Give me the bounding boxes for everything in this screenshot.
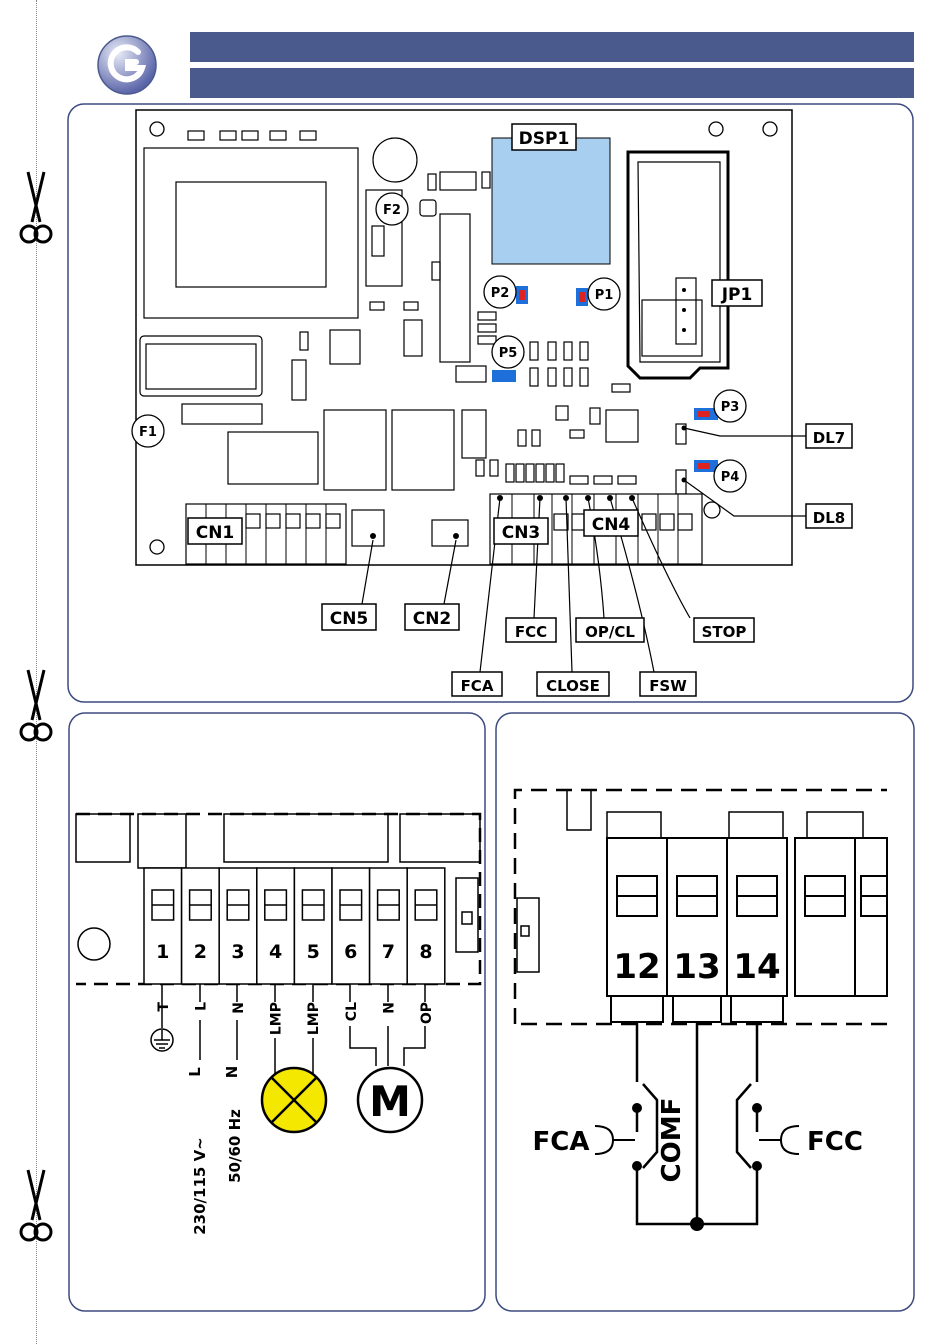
label-p1: P1 <box>595 288 614 303</box>
supply-label-n: N <box>223 1066 241 1079</box>
label-p5: P5 <box>499 346 518 361</box>
label-fca: FCA <box>461 677 494 695</box>
motor-letter: M <box>369 1077 411 1126</box>
terminal-function: OP <box>419 1002 435 1024</box>
board-diagram: F2 P2 P1 P5 F1 P3 P4 DSP1 JP1 DL7 DL8 CN… <box>0 0 950 710</box>
label-p2: P2 <box>491 286 510 301</box>
terminal-block <box>219 868 257 984</box>
label-cn5: CN5 <box>330 609 369 629</box>
terminal-function: N <box>231 1002 247 1014</box>
label-fcc: FCC <box>515 623 547 641</box>
supply-frequency: 50/60 Hz <box>226 1109 244 1183</box>
label-cn2: CN2 <box>413 609 452 629</box>
terminal-block <box>294 868 332 984</box>
label-fsw: FSW <box>649 677 687 695</box>
terminal-number: 8 <box>419 941 432 963</box>
supply-label-l: L <box>186 1067 204 1077</box>
label-cn3: CN3 <box>502 523 541 543</box>
terminal-function: N <box>381 1002 397 1014</box>
label-jp1: JP1 <box>721 285 753 305</box>
common-label: COMF <box>657 1098 687 1183</box>
terminal-block <box>407 868 445 984</box>
supply-voltage: 230/115 V~ <box>191 1137 209 1235</box>
terminal-12: 12 <box>613 947 660 987</box>
terminal-number: 2 <box>194 941 207 963</box>
label-dl8: DL8 <box>813 509 845 527</box>
label-cn1: CN1 <box>196 523 235 543</box>
label-f1: F1 <box>139 425 157 440</box>
terminal-number: 1 <box>156 941 169 963</box>
label-dsp1: DSP1 <box>519 129 570 149</box>
switch-fcc-label: FCC <box>807 1127 863 1157</box>
terminal-block <box>257 868 295 984</box>
terminal-number: 5 <box>307 941 320 963</box>
terminal-block <box>144 868 182 984</box>
label-p4: P4 <box>721 470 740 485</box>
label-opcl: OP/CL <box>585 623 635 641</box>
label-close: CLOSE <box>546 677 600 695</box>
terminal-number: 3 <box>231 941 244 963</box>
terminal-function: LMP <box>306 1002 322 1035</box>
label-dl7: DL7 <box>813 429 845 447</box>
terminal-function: CL <box>344 1002 360 1021</box>
terminal-block <box>182 868 220 984</box>
switch-fca-label: FCA <box>533 1127 590 1157</box>
terminal-function: T <box>156 1002 172 1012</box>
terminal-number: 6 <box>344 941 357 963</box>
lamp-icon <box>262 1068 326 1132</box>
motor-icon: M <box>358 1068 422 1132</box>
terminal-block <box>332 868 370 984</box>
terminal-function: LMP <box>269 1002 285 1035</box>
terminal-number: 4 <box>269 941 282 963</box>
label-p3: P3 <box>721 400 740 415</box>
scissors-icon <box>16 1168 56 1248</box>
label-cn4: CN4 <box>592 515 631 535</box>
limit-switch-diagram: 12 13 14 COMF FCA FCC <box>495 712 915 1312</box>
terminal-block <box>370 868 408 984</box>
label-f2: F2 <box>383 203 401 218</box>
terminal-number: 7 <box>382 941 395 963</box>
label-stop: STOP <box>702 623 747 641</box>
terminal-13: 13 <box>673 947 720 987</box>
terminal-function: L <box>193 1002 209 1011</box>
terminal-14: 14 <box>733 947 780 987</box>
